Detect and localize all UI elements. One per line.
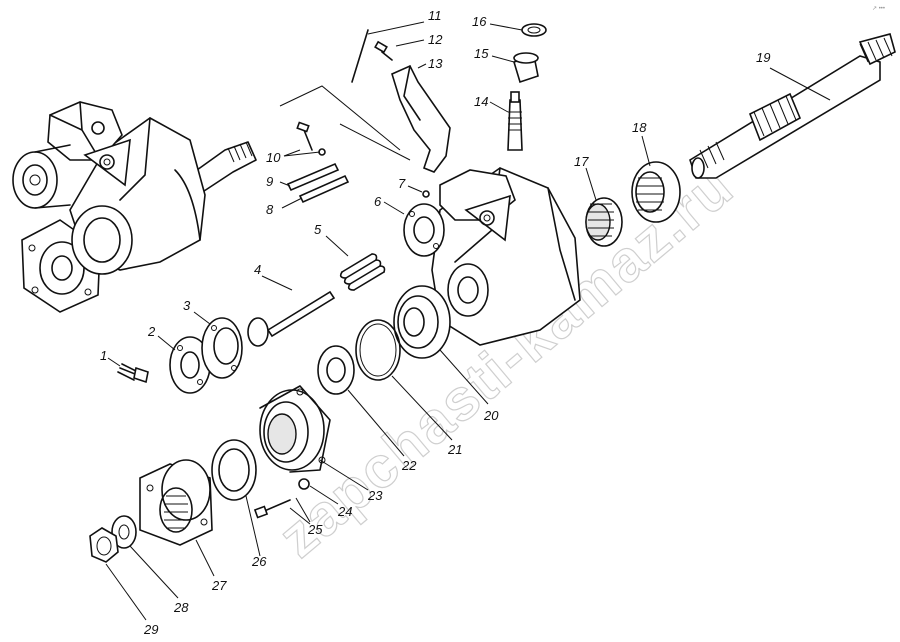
callout-14: 14 [474,94,488,109]
callout-16: 16 [472,14,487,29]
part-3-cover [193,311,243,379]
callout-27: 27 [211,578,227,593]
part-5-spring [325,235,386,291]
part-8-plate [281,174,350,209]
part-15-plug [491,52,539,84]
part-22-washer [317,345,405,457]
callout-12: 12 [428,32,443,47]
part-9-plate [279,162,340,192]
part-26-seal [211,439,261,557]
part-16-washer [489,23,547,37]
callout-25: 25 [307,522,323,537]
callout-22: 22 [401,458,417,473]
callout-10: 10 [266,150,281,165]
callout-2: 2 [147,324,156,339]
callout-8: 8 [266,202,274,217]
callout-28: 28 [173,600,189,615]
part-27-flange [139,459,215,577]
part-17-ring [585,167,623,247]
part-29-nut [89,527,147,621]
callout-15: 15 [474,46,489,61]
part-12-screw [374,39,425,61]
part-13-shift-fork [391,63,451,173]
part-6-housing [383,167,581,346]
part-4-piston-rod [247,275,336,347]
callout-23: 23 [367,488,383,503]
part-24-nut [298,478,339,505]
callout-1: 1 [100,348,107,363]
part-10-screw [283,121,326,157]
callout-4: 4 [254,262,261,277]
callout-24: 24 [337,504,352,519]
callout-11: 11 [428,8,442,23]
assembled-gearbox-unit [12,101,257,313]
callout-7: 7 [398,176,406,191]
callout-6: 6 [374,194,382,209]
callout-9: 9 [266,174,273,189]
part-11-pin [351,21,425,83]
callout-19: 19 [756,50,770,65]
part-21-snap-ring [355,319,453,441]
callout-21: 21 [447,442,462,457]
part-1-bolt [107,357,149,384]
callout-13: 13 [428,56,443,71]
callout-18: 18 [632,120,647,135]
part-7-ball [407,185,430,198]
callout-labels: 1 2 3 4 5 6 7 8 9 10 11 12 13 14 15 16 1… [100,8,770,637]
callout-17: 17 [574,154,589,169]
part-14-sensor [489,91,523,151]
part-25-bolts [253,497,311,525]
callout-3: 3 [183,298,191,313]
part-23-cylinder-housing [259,385,369,491]
corner-mark: ↗ ••• [872,6,885,12]
callout-20: 20 [483,408,499,423]
callout-26: 26 [251,554,267,569]
part-28-washer [111,515,179,599]
callout-5: 5 [314,222,322,237]
part-20-bearing [393,285,489,405]
callout-29: 29 [143,622,158,637]
part-19-shaft [689,33,896,179]
part-18-gear [631,135,681,223]
